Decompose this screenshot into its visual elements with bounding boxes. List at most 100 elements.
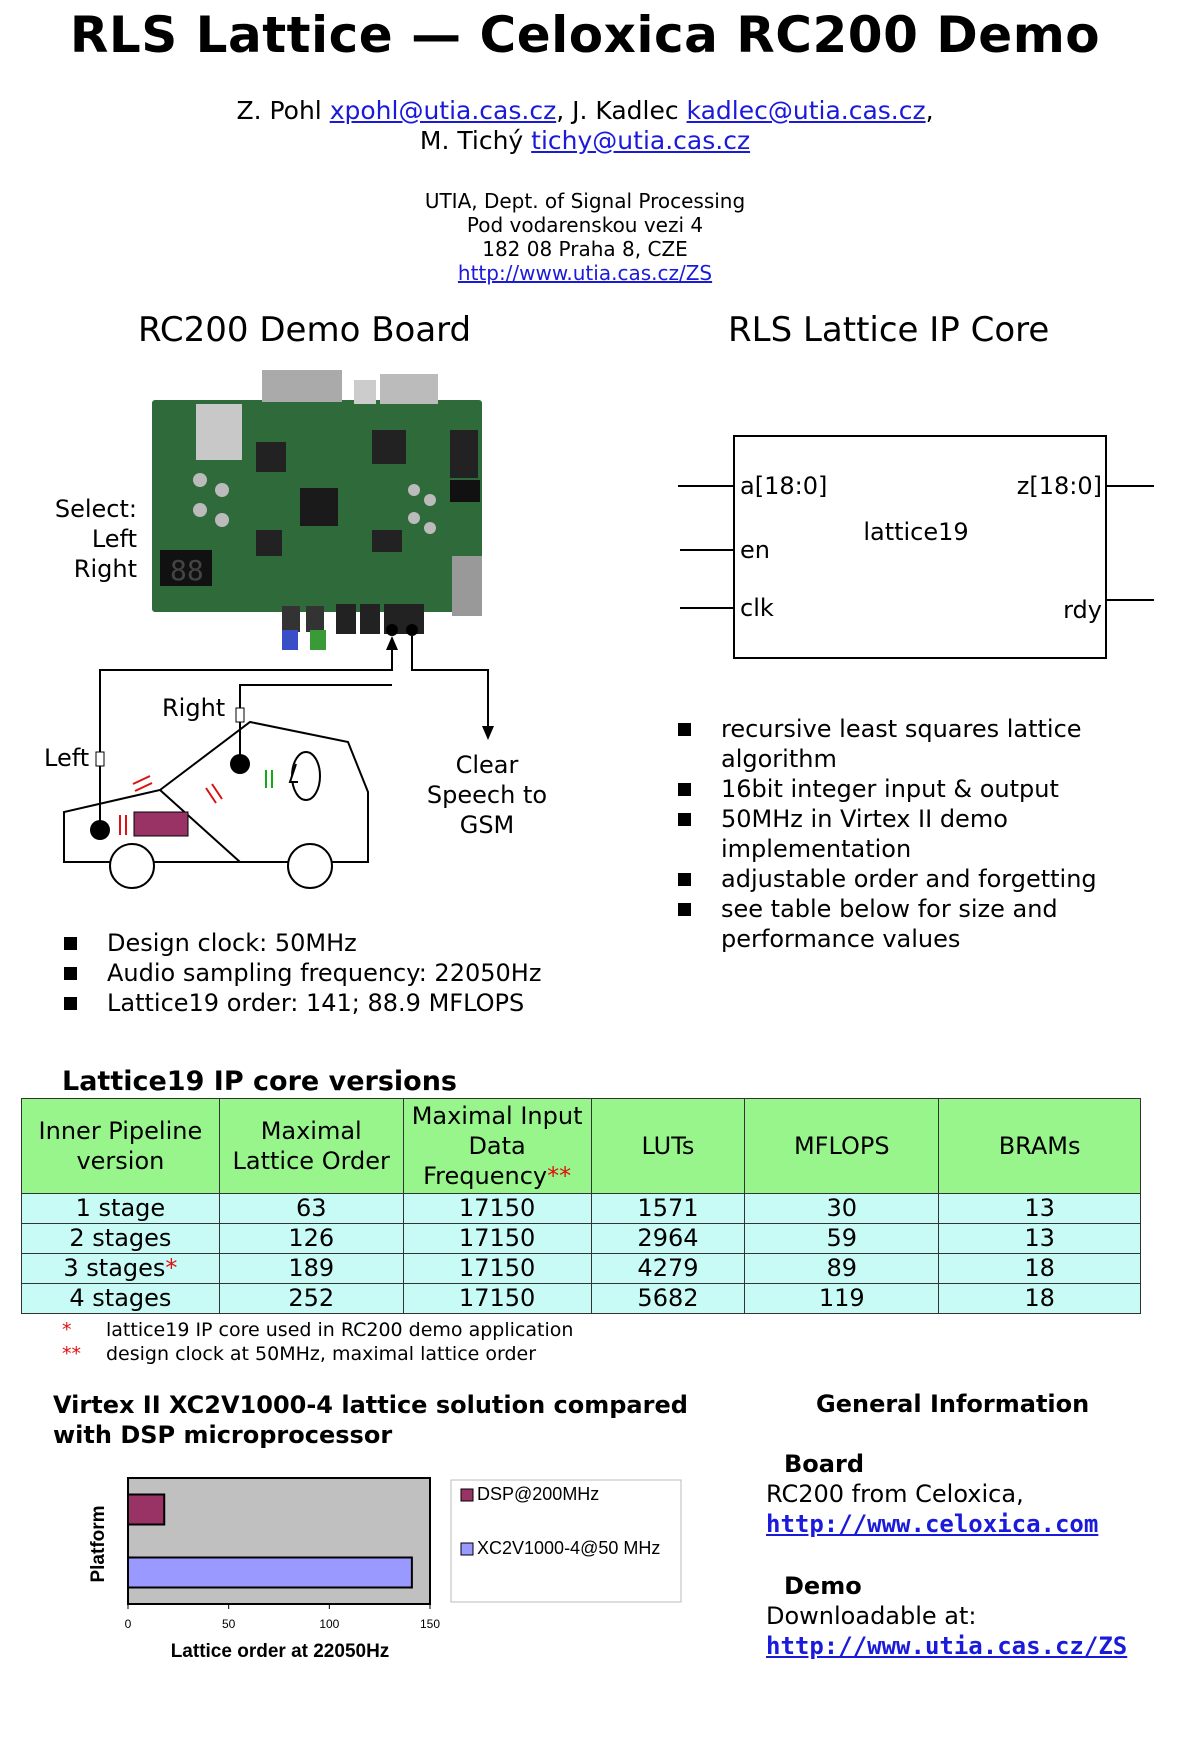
car-radio-icon bbox=[133, 811, 189, 837]
driver-head-icon bbox=[288, 751, 321, 801]
column-header: Maximal Lattice Order bbox=[218, 1098, 404, 1194]
comparison-chart: 0 50 100 150 Lattice order at 22050Hz Platf… bbox=[88, 1477, 682, 1662]
table-cell: 1 stage bbox=[21, 1193, 220, 1224]
table-cell: 4279 bbox=[590, 1253, 746, 1284]
table-cell: 18 bbox=[938, 1283, 1141, 1314]
table-header-row: Inner Pipeline version Maximal Lattice O… bbox=[21, 1098, 1141, 1194]
list-item: 50MHz in Virtex II demo implementation bbox=[676, 804, 1136, 864]
table-cell: 63 bbox=[218, 1193, 404, 1224]
author-name: J. Kadlec bbox=[572, 96, 679, 125]
output-label: Clear Speech to GSM bbox=[416, 750, 558, 840]
address-block: UTIA, Dept. of Signal Processing Pod vod… bbox=[0, 189, 1170, 285]
table-cell: 1571 bbox=[590, 1193, 746, 1224]
celoxica-link[interactable]: http://www.celoxica.com bbox=[766, 1510, 1099, 1538]
output-arrow-icon bbox=[482, 726, 494, 740]
x-tick-label: 150 bbox=[420, 1617, 440, 1631]
x-axis-label: Lattice order at 22050Hz bbox=[171, 1641, 390, 1662]
select-label: Select: bbox=[54, 495, 137, 523]
board-diagram: 88 bbox=[63, 370, 494, 889]
table-cell: 17150 bbox=[402, 1283, 592, 1314]
car-icon bbox=[63, 720, 369, 889]
footnote-text: design clock at 50MHz, maximal lattice o… bbox=[106, 1343, 537, 1365]
demo-info-text: Downloadable at: bbox=[766, 1602, 977, 1630]
cell-text: 2 stages bbox=[69, 1224, 172, 1252]
table-row: 4 stages 252 17150 5682 119 18 bbox=[21, 1283, 1141, 1314]
footnote-mark: ** bbox=[547, 1162, 572, 1190]
y-axis-label: Platform bbox=[88, 1505, 109, 1582]
address-url-link[interactable]: http://www.utia.cas.cz/ZS bbox=[457, 261, 713, 285]
footnote-mark: * bbox=[62, 1319, 72, 1341]
table-cell: 126 bbox=[218, 1223, 404, 1254]
column-header: Inner Pipeline version bbox=[21, 1098, 220, 1194]
author-separator: , bbox=[925, 96, 934, 125]
list-item: see table below for size and performance… bbox=[676, 894, 1136, 954]
author-email-link[interactable]: kadlec@utia.cas.cz bbox=[686, 96, 926, 125]
table-cell: 252 bbox=[218, 1283, 404, 1314]
chart-heading-line: Virtex II XC2V1000-4 lattice solution co… bbox=[53, 1391, 688, 1419]
table-cell: 17150 bbox=[402, 1253, 592, 1284]
board-section-heading: RC200 Demo Board bbox=[138, 310, 472, 350]
select-labels: Select: Left Right bbox=[42, 494, 137, 584]
core-section-heading: RLS Lattice IP Core bbox=[728, 310, 1050, 350]
table-row: 2 stages 126 17150 2964 59 13 bbox=[21, 1223, 1141, 1254]
table-cell: 13 bbox=[938, 1193, 1141, 1224]
mic-left-label: Left bbox=[44, 744, 90, 772]
author-name: Z. Pohl bbox=[236, 96, 322, 125]
select-right-label: Right bbox=[73, 555, 137, 583]
versions-table: Inner Pipeline version Maximal Lattice O… bbox=[21, 1098, 1141, 1314]
table-cell: 59 bbox=[744, 1223, 940, 1254]
bar-1 bbox=[127, 1493, 166, 1526]
footnote-text: lattice19 IP core used in RC200 demo app… bbox=[106, 1319, 574, 1341]
table-cell: 30 bbox=[744, 1193, 940, 1224]
author-separator: , bbox=[556, 96, 573, 125]
table-cell: 189 bbox=[218, 1253, 404, 1284]
ip-core-diagram: a[18:0] en clk z[18:0] rdy lattice19 bbox=[678, 435, 1154, 659]
port-a-label: a[18:0] bbox=[740, 472, 827, 500]
list-item: recursive least squares lattice algorith… bbox=[676, 714, 1136, 774]
microphone-icons bbox=[90, 707, 250, 840]
x-tick-label: 50 bbox=[222, 1617, 236, 1631]
table-cell: 4 stages bbox=[21, 1283, 220, 1314]
list-item: 16bit integer input & output bbox=[676, 774, 1136, 804]
output-label-line: GSM bbox=[459, 811, 515, 839]
x-tick-label: 0 bbox=[125, 1617, 132, 1631]
ip-core-block bbox=[733, 435, 1107, 659]
legend-swatch bbox=[460, 1542, 474, 1556]
column-header: MFLOPS bbox=[744, 1098, 940, 1194]
core-feature-list: recursive least squares lattice algorith… bbox=[676, 714, 1136, 954]
footnote-mark: ** bbox=[62, 1343, 81, 1365]
demo-info-heading: Demo bbox=[784, 1572, 862, 1600]
footnote: * lattice19 IP core used in RC200 demo ap… bbox=[62, 1318, 573, 1342]
ip-core-name: lattice19 bbox=[863, 518, 968, 546]
board-info-text: RC200 from Celoxica, bbox=[766, 1480, 1024, 1508]
chart-heading: Virtex II XC2V1000-4 lattice solution co… bbox=[53, 1390, 688, 1450]
table-cell: 17150 bbox=[402, 1193, 592, 1224]
output-label-line: Clear bbox=[455, 751, 519, 779]
author-email-link[interactable]: tichy@utia.cas.cz bbox=[531, 126, 751, 155]
footnote: ** design clock at 50MHz, maximal lattice… bbox=[62, 1342, 573, 1366]
table-cell: 18 bbox=[938, 1253, 1141, 1284]
noise-marks-icon bbox=[119, 775, 223, 835]
table-cell: 13 bbox=[938, 1223, 1141, 1254]
general-info-heading: General Information bbox=[816, 1390, 1090, 1418]
author-email-link[interactable]: xpohl@utia.cas.cz bbox=[329, 96, 557, 125]
column-header: BRAMs bbox=[938, 1098, 1141, 1194]
bar-2 bbox=[127, 1556, 413, 1589]
select-left-label: Left bbox=[91, 525, 137, 553]
column-header: LUTs bbox=[590, 1098, 746, 1194]
table-cell: 119 bbox=[744, 1283, 940, 1314]
address-line: UTIA, Dept. of Signal Processing bbox=[424, 189, 746, 213]
list-item: Design clock: 50MHz bbox=[62, 928, 602, 958]
legend-label: DSP@200MHz bbox=[477, 1484, 599, 1504]
table-cell: 89 bbox=[744, 1253, 940, 1284]
demo-download-link[interactable]: http://www.utia.cas.cz/ZS bbox=[766, 1632, 1128, 1660]
legend-swatch bbox=[460, 1488, 474, 1502]
port-clk-label: clk bbox=[740, 594, 774, 622]
column-header: Maximal Input Data Frequency** bbox=[402, 1098, 592, 1194]
page-title: RLS Lattice — Celoxica RC200 Demo bbox=[69, 6, 1101, 64]
column-header-text: Maximal Input Data Frequency bbox=[411, 1102, 583, 1190]
list-item: Lattice19 order: 141; 88.9 MFLOPS bbox=[62, 988, 602, 1018]
x-tick-label: 100 bbox=[319, 1617, 339, 1631]
seven-segment-display: 88 bbox=[170, 554, 204, 587]
board-info-heading: Board bbox=[784, 1450, 864, 1478]
